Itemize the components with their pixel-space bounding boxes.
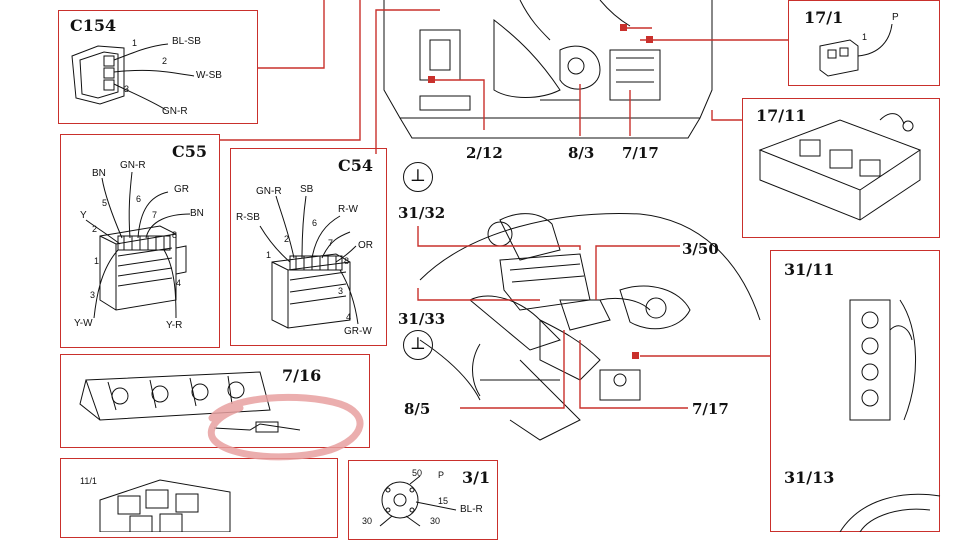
c55-pin-8: 8 [172, 230, 178, 240]
ground-icon-glyph: ⊥ [410, 166, 426, 186]
ground-icon: ⊥ [403, 330, 433, 360]
c154-pin-3: 3 [124, 84, 130, 94]
ref-3-50: 3/50 [682, 240, 719, 258]
ref-2-12: 2/12 [466, 144, 503, 162]
c1711-title: 17/11 [756, 106, 807, 125]
c54-wire-r-sb: R-SB [236, 212, 260, 223]
c31-pin-50: 50 [412, 468, 423, 478]
c3113-drawing [839, 493, 941, 532]
c55-pin-2: 2 [92, 224, 98, 234]
c154-wire-bl-sb: BL-SB [172, 36, 201, 47]
c55-pin-5: 5 [102, 198, 108, 208]
c111-label: 11/1 [80, 476, 97, 486]
ground-icon-glyph: ⊥ [410, 334, 426, 354]
c54-pin-6: 6 [312, 218, 318, 228]
c54-pin-1: 1 [266, 250, 272, 260]
highlight-circle [207, 393, 364, 461]
c154-pin-2: 2 [162, 56, 168, 66]
c171-title: 17/1 [804, 8, 844, 27]
c54-wire-r-w: R-W [338, 204, 358, 215]
ref-7-17-bay: 7/17 [692, 400, 729, 418]
c55-wire-gn-r: GN-R [120, 160, 146, 171]
c154-wire-gn-r: GN-R [162, 106, 188, 117]
c31-panel [348, 460, 498, 540]
c55-wire-y: Y [80, 210, 87, 221]
c111-drawing [99, 479, 231, 532]
c154-title: C154 [70, 16, 117, 35]
ref-8-5: 8/5 [404, 400, 431, 418]
leader-lines [220, 0, 788, 409]
c171-pin-1: 1 [862, 32, 868, 42]
c54-title: C54 [338, 156, 373, 175]
c171-panel [788, 0, 940, 86]
c55-wire-bn-1: BN [92, 168, 106, 179]
c31-pin-15: 15 [438, 496, 449, 506]
c55-pin-1: 1 [94, 256, 100, 266]
c1711-drawing [758, 113, 922, 221]
c54-pin-4: 4 [346, 312, 352, 322]
c31-title: 3/1 [462, 468, 491, 487]
c54-pin-7: 7 [328, 238, 334, 248]
c3111-drawing [849, 299, 916, 421]
c55-wire-y-r: Y-R [166, 320, 183, 331]
c31-wire-bl-r: BL-R [460, 504, 483, 515]
c55-pin-6: 6 [136, 194, 142, 204]
c3111-panel [770, 250, 940, 532]
c31-wire-p: P [438, 470, 445, 480]
ref-31-32: 31/32 [398, 204, 446, 222]
c716-drawing [79, 371, 301, 433]
c55-wire-bn-2: BN [190, 208, 204, 219]
ground-icon: ⊥ [403, 162, 433, 192]
c3113-title: 31/13 [784, 468, 835, 487]
ref-31-33: 31/33 [398, 310, 446, 328]
c54-wire-gr-w: GR-W [344, 326, 372, 337]
c31-drawing [379, 475, 457, 527]
c54-connector-drawing [259, 195, 359, 329]
engine-top-drawing [383, 0, 713, 139]
c31-pin-30-a: 30 [362, 516, 373, 526]
c154-pin-1: 1 [132, 38, 138, 48]
c54-pin-2: 2 [284, 234, 290, 244]
c171-wire-p: P [892, 12, 899, 23]
c31-pin-30-b: 30 [430, 516, 441, 526]
c55-title: C55 [172, 142, 207, 161]
c716-title: 7/16 [282, 366, 322, 385]
c55-pin-7: 7 [152, 210, 158, 220]
c54-wire-gn-r: GN-R [256, 186, 282, 197]
leader-endpoints [428, 24, 653, 359]
c154-wire-w-sb: W-SB [196, 70, 222, 81]
c3111-title: 31/11 [784, 260, 835, 279]
ref-7-17-top: 7/17 [622, 144, 659, 162]
c55-wire-gr: GR [174, 184, 189, 195]
c54-wire-or: OR [358, 240, 373, 251]
c55-wire-y-w: Y-W [74, 318, 93, 329]
c54-wire-sb: SB [300, 184, 314, 195]
c55-pin-4: 4 [176, 278, 182, 288]
c154-connector-drawing [71, 43, 195, 111]
ref-8-3: 8/3 [568, 144, 595, 162]
c54-pin-8: 8 [344, 256, 350, 266]
c54-panel [230, 148, 387, 346]
c171-connector-drawing [819, 23, 893, 77]
c55-pin-3: 3 [90, 290, 96, 300]
c54-pin-3: 3 [338, 286, 344, 296]
c55-connector-drawing [85, 171, 191, 319]
